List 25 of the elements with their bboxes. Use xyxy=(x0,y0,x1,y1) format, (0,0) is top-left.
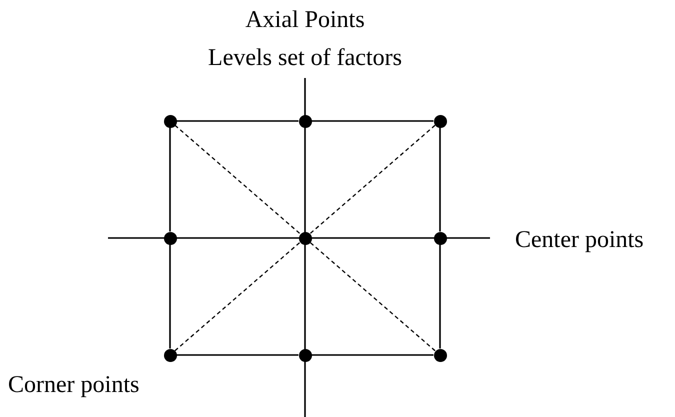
design-point xyxy=(164,114,176,128)
line xyxy=(169,244,171,348)
line xyxy=(312,354,434,356)
point-label: Center points xyxy=(515,228,644,252)
design-point xyxy=(164,348,176,362)
design-point xyxy=(298,232,312,244)
design-point xyxy=(298,348,312,362)
line xyxy=(312,120,434,122)
line xyxy=(439,244,441,348)
design-point xyxy=(298,114,312,128)
dashed-line xyxy=(310,124,436,234)
point-label: Corner points xyxy=(8,373,140,397)
line xyxy=(169,128,171,232)
dashed-line xyxy=(174,124,300,234)
design-point xyxy=(164,232,176,244)
line xyxy=(176,120,298,122)
design-point xyxy=(434,348,446,362)
dashed-line xyxy=(174,242,300,352)
line xyxy=(176,354,298,356)
axis-title: Axial Points xyxy=(245,8,365,32)
line xyxy=(439,128,441,232)
dashed-line xyxy=(310,242,436,352)
design-point xyxy=(434,114,446,128)
axis-title: Levels set of factors xyxy=(208,46,402,70)
design-point xyxy=(434,232,446,244)
